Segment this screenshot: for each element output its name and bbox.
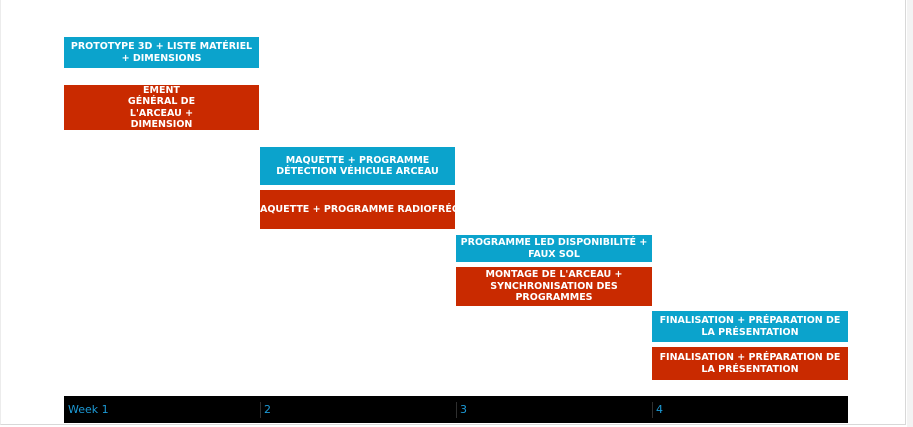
scrollbar[interactable]	[907, 0, 913, 427]
week-label-text: 2	[264, 403, 271, 416]
task-programme-led[interactable]: PROGRAMME LED DISPONIBILITÉ + FAUX SOL	[456, 235, 652, 262]
week-label-2: 2	[260, 396, 456, 423]
week-divider	[652, 402, 653, 418]
week-label-text: 3	[460, 403, 467, 416]
week-label-text: 4	[656, 403, 663, 416]
week-label-text: Week 1	[68, 403, 109, 416]
week-divider	[260, 402, 261, 418]
timeline-axis: Week 1 2 3 4	[64, 396, 848, 423]
week-label-1: Week 1	[64, 396, 260, 423]
task-prototype-3d[interactable]: PROTOTYPE 3D + LISTE MATÉRIEL + DIMENSIO…	[64, 37, 259, 68]
week-divider	[456, 402, 457, 418]
task-finalisation-blue[interactable]: FINALISATION + PRÉPARATION DE LA PRÉSENT…	[652, 311, 848, 342]
task-dimensionnement-arceau[interactable]: EMENT GÉNÉRAL DE L'ARCEAU + DIMENSION	[64, 85, 259, 130]
task-montage-arceau[interactable]: MONTAGE DE L'ARCEAU + SYNCHRONISATION DE…	[456, 267, 652, 306]
week-label-3: 3	[456, 396, 652, 423]
task-maquette-radiofrequence[interactable]: AQUETTE + PROGRAMME RADIOFRÉQUEN	[260, 190, 455, 229]
task-finalisation-red[interactable]: FINALISATION + PRÉPARATION DE LA PRÉSENT…	[652, 347, 848, 380]
week-label-4: 4	[652, 396, 848, 423]
task-maquette-detection[interactable]: MAQUETTE + PROGRAMME DÉTECTION VÉHICULE …	[260, 147, 455, 185]
